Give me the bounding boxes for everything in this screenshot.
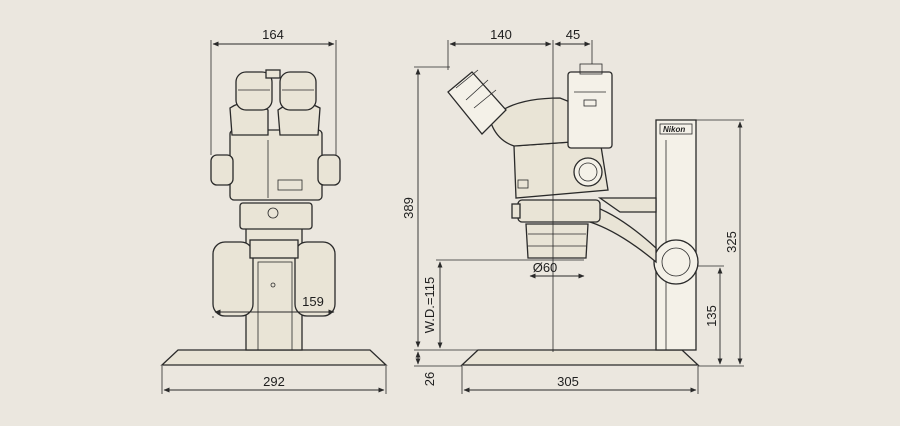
front-focus-knob-right — [294, 241, 336, 317]
side-base — [460, 349, 700, 366]
front-zoom-body — [229, 129, 323, 201]
dim-135-label: 135 — [704, 305, 719, 327]
dim-diameter-label: Ø60 — [533, 260, 558, 275]
side-zoom-knob — [573, 157, 603, 187]
side-focus-knob — [653, 239, 699, 285]
front-base — [160, 349, 388, 366]
side-pillar — [655, 119, 697, 351]
dim-292-label: 292 — [263, 374, 285, 389]
front-view-microscope — [160, 69, 388, 366]
front-eyepiece-right — [279, 71, 317, 111]
dim-164-label: 164 — [262, 27, 284, 42]
side-eyepiece — [447, 71, 507, 135]
brand-label: Nikon — [663, 125, 685, 134]
front-zoom-knob-left — [210, 154, 234, 186]
front-holder — [239, 202, 313, 230]
front-eyepiece-left — [235, 71, 273, 111]
dim-26-label: 26 — [422, 372, 437, 386]
front-focus-knob-left — [212, 241, 254, 317]
dim-45-label: 45 — [566, 27, 580, 42]
side-top-port — [567, 71, 613, 149]
dim-389-label: 389 — [401, 197, 416, 219]
dim-159-label: 159 — [302, 294, 324, 309]
dim-wd-label: W.D.=115 — [422, 277, 437, 333]
front-view-dimensions: 164 159 292 — [161, 27, 387, 394]
side-view-microscope: Nikon — [447, 63, 700, 366]
dim-305-label: 305 — [557, 374, 579, 389]
side-objective — [525, 223, 589, 259]
side-view-dimensions: 140 45 389 W.D.=115 Ø60 26 305 325 135 — [401, 27, 744, 394]
dim-140-label: 140 — [490, 27, 512, 42]
dim-325-label: 325 — [724, 231, 739, 253]
side-holder — [517, 199, 601, 223]
front-zoom-knob-right — [317, 154, 341, 186]
